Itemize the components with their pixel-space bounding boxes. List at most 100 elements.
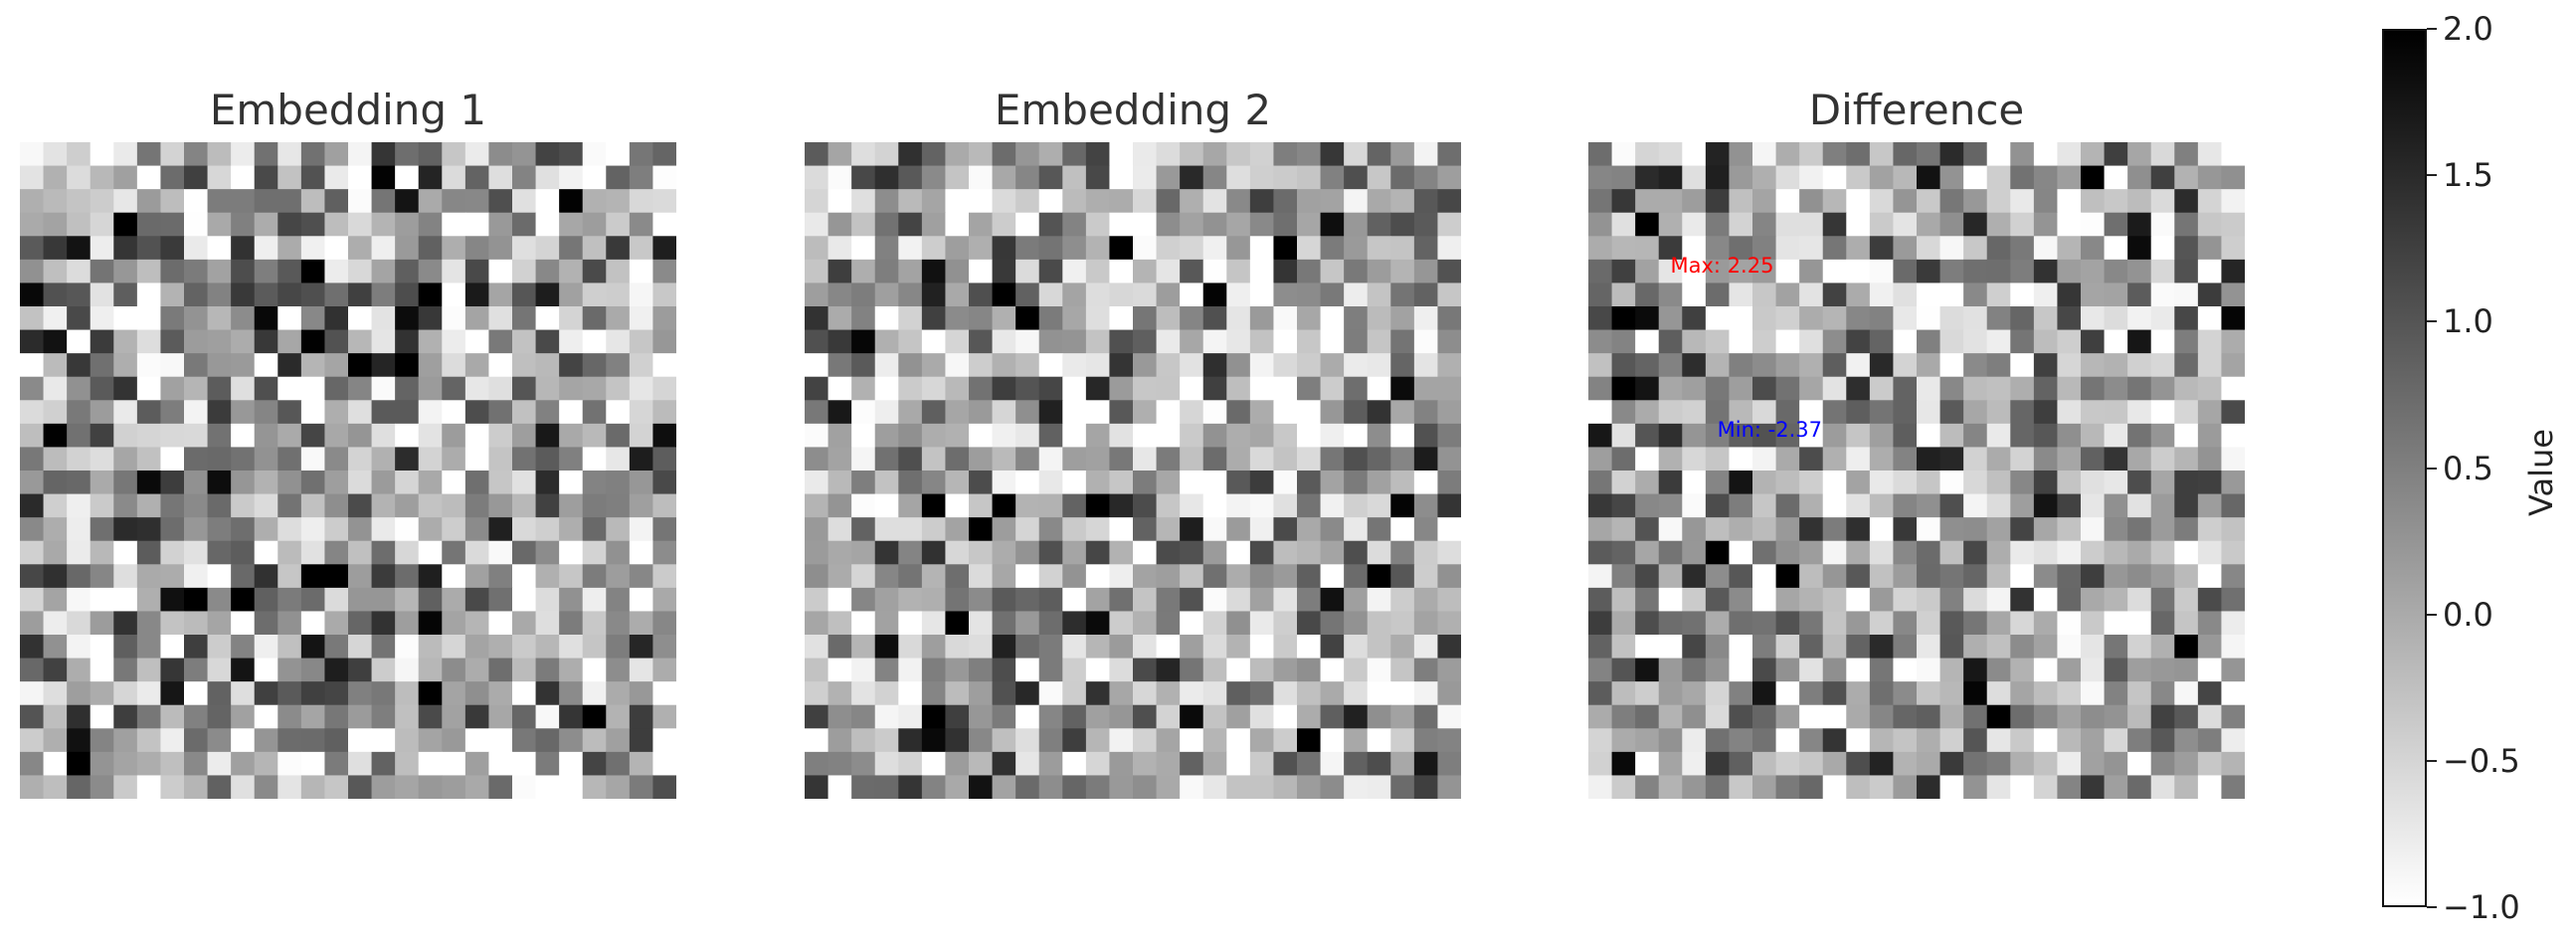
heatmap-cell [1893, 165, 1918, 190]
heatmap-cell [464, 751, 490, 777]
heatmap-cell [1893, 635, 1918, 660]
heatmap-cell [535, 564, 560, 589]
heatmap-cell [371, 353, 396, 378]
heatmap-cell [1705, 283, 1731, 307]
heatmap-cell [1682, 611, 1707, 636]
heatmap-cell [2033, 635, 2059, 660]
heatmap-cell [945, 704, 970, 729]
heatmap-cell [1939, 493, 1964, 518]
heatmap-cell [371, 212, 396, 237]
heatmap-cell [1893, 704, 1918, 729]
heatmap-cell [324, 517, 349, 542]
heatmap-cell [1588, 704, 1613, 729]
heatmap-cell [2104, 423, 2128, 449]
heatmap-cell [1344, 400, 1369, 425]
heatmap-cell [277, 471, 302, 495]
heatmap-cell [136, 564, 162, 589]
heatmap-cell [2081, 142, 2106, 167]
heatmap-cell [464, 423, 490, 449]
heatmap-cell [606, 540, 631, 565]
heatmap-cell [1846, 751, 1871, 777]
heatmap-cell [921, 283, 947, 307]
heatmap-cell [277, 587, 302, 613]
heatmap-cell [1917, 493, 1941, 518]
heatmap-cell [1085, 306, 1111, 331]
heatmap-cell [535, 635, 560, 660]
heatmap-cell [1729, 658, 1753, 682]
heatmap-cell [2033, 329, 2059, 354]
heatmap-cell [1180, 353, 1204, 378]
heatmap-cell [606, 423, 631, 449]
heatmap-cell [254, 165, 278, 190]
heatmap-cell [418, 704, 443, 729]
heatmap-cell [1202, 751, 1227, 777]
heatmap-cell [2221, 751, 2245, 777]
heatmap-cell [992, 353, 1016, 378]
heatmap-cell [1939, 728, 1964, 753]
colorbar-tick [2427, 28, 2437, 30]
heatmap-cell [1893, 493, 1918, 518]
heatmap-cell [90, 447, 114, 472]
heatmap-cell [1752, 681, 1777, 706]
heatmap-cell [2104, 471, 2128, 495]
heatmap-cell [1085, 283, 1111, 307]
heatmap-cell [160, 447, 185, 472]
heatmap-cell [277, 681, 302, 706]
heatmap-cell [1611, 165, 1636, 190]
heatmap-cell [464, 728, 490, 753]
heatmap-cell [136, 658, 162, 682]
heatmap-cell [1635, 681, 1660, 706]
heatmap-cell [2174, 400, 2199, 425]
heatmap-cell [442, 142, 466, 167]
heatmap-cell [488, 353, 513, 378]
heatmap-cell [992, 283, 1016, 307]
heatmap-cell [606, 165, 631, 190]
heatmap-cell [2033, 611, 2059, 636]
heatmap-cell [2010, 728, 2035, 753]
heatmap-cell [1917, 306, 1941, 331]
heatmap-cell [43, 587, 68, 613]
heatmap-cell [1249, 353, 1275, 378]
heatmap-cell [535, 353, 560, 378]
heatmap-cell [418, 165, 443, 190]
heatmap-cell [1085, 681, 1111, 706]
heatmap-cell [2104, 353, 2128, 378]
heatmap-cell [1249, 306, 1275, 331]
heatmap-cell [1390, 423, 1415, 449]
heatmap-cell [2197, 236, 2223, 261]
heatmap-cell [1588, 728, 1613, 753]
heatmap-cell [254, 751, 278, 777]
heatmap-cell [348, 236, 373, 261]
heatmap-cell [1635, 775, 1660, 799]
heatmap-cell [652, 353, 676, 378]
heatmap-cell [2221, 189, 2245, 214]
heatmap-cell [512, 587, 537, 613]
heatmap-cell [1635, 587, 1660, 613]
heatmap-cell [1133, 400, 1158, 425]
heatmap-cell [1297, 142, 1322, 167]
heatmap-cell [184, 704, 209, 729]
heatmap-cell [184, 751, 209, 777]
heatmap-cell [2150, 329, 2175, 354]
heatmap-cell [277, 189, 302, 214]
heatmap-cell [1939, 704, 1964, 729]
heatmap-cell [184, 540, 209, 565]
heatmap-cell [254, 728, 278, 753]
heatmap-cell [1390, 329, 1415, 354]
heatmap-cell [348, 681, 373, 706]
heatmap-cell [2010, 165, 2035, 190]
heatmap-cell [113, 635, 138, 660]
heatmap-cell [874, 728, 899, 753]
heatmap-cell [1705, 564, 1731, 589]
heatmap-cell [300, 517, 326, 542]
heatmap-cell [1085, 423, 1111, 449]
heatmap-cell [1729, 728, 1753, 753]
heatmap-cell [1109, 658, 1134, 682]
heatmap-cell [2150, 400, 2175, 425]
heatmap-cell [207, 517, 232, 542]
heatmap-cell [254, 587, 278, 613]
heatmap-cell [1202, 376, 1227, 401]
heatmap-cell [442, 189, 466, 214]
heatmap-cell [1588, 189, 1613, 214]
heatmap-cell [90, 283, 114, 307]
